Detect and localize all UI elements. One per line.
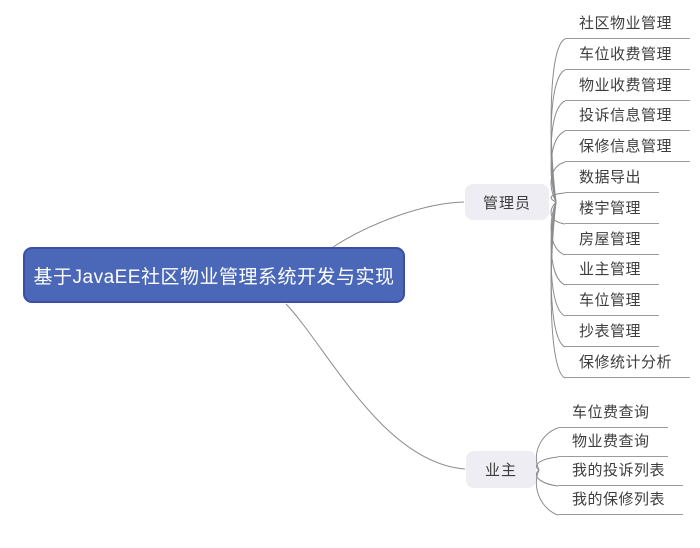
connector-path (535, 469, 559, 487)
branch-node-owner[interactable]: 业主 (466, 451, 536, 488)
leaf-node[interactable]: 物业费查询 (558, 431, 668, 457)
connector-path (550, 130, 566, 203)
leaf-node[interactable]: 社区物业管理 (565, 13, 691, 39)
connector-path (332, 201, 465, 248)
leaf-node[interactable]: 物业收费管理 (565, 75, 691, 101)
connector-path (550, 192, 566, 203)
leaf-node[interactable]: 保修信息管理 (565, 136, 691, 162)
leaf-node[interactable]: 我的投诉列表 (558, 460, 684, 486)
leaf-node[interactable]: 车位费查询 (558, 402, 668, 428)
leaf-node[interactable]: 车位收费管理 (565, 44, 691, 70)
leaf-node[interactable]: 我的保修列表 (558, 489, 684, 515)
connector-path (550, 201, 566, 317)
connector-path (550, 100, 566, 203)
connector-path (535, 456, 559, 471)
leaf-node[interactable]: 业主管理 (565, 259, 660, 285)
leaf-node[interactable]: 楼宇管理 (565, 198, 660, 224)
leaf-node[interactable]: 房屋管理 (565, 229, 660, 255)
root-node-label: 基于JavaEE社区物业管理系统开发与实现 (33, 266, 395, 288)
connector-path (550, 201, 566, 286)
connector-path (550, 38, 566, 203)
leaf-node[interactable]: 数据导出 (565, 167, 660, 193)
connector-path (535, 469, 559, 516)
leaf-node[interactable]: 车位管理 (565, 290, 660, 316)
root-node[interactable]: 基于JavaEE社区物业管理系统开发与实现 (23, 247, 405, 303)
leaf-node[interactable]: 投诉信息管理 (565, 105, 691, 131)
leaf-node[interactable]: 保修统计分析 (565, 352, 691, 378)
connector-path (285, 303, 466, 470)
connector-path (550, 69, 566, 203)
connector-path (550, 201, 566, 225)
leaf-node[interactable]: 抄表管理 (565, 321, 660, 347)
connector-path (535, 427, 559, 471)
connector-path (550, 161, 566, 203)
branch-node-admin[interactable]: 管理员 (465, 184, 549, 220)
connector-path (550, 201, 566, 379)
